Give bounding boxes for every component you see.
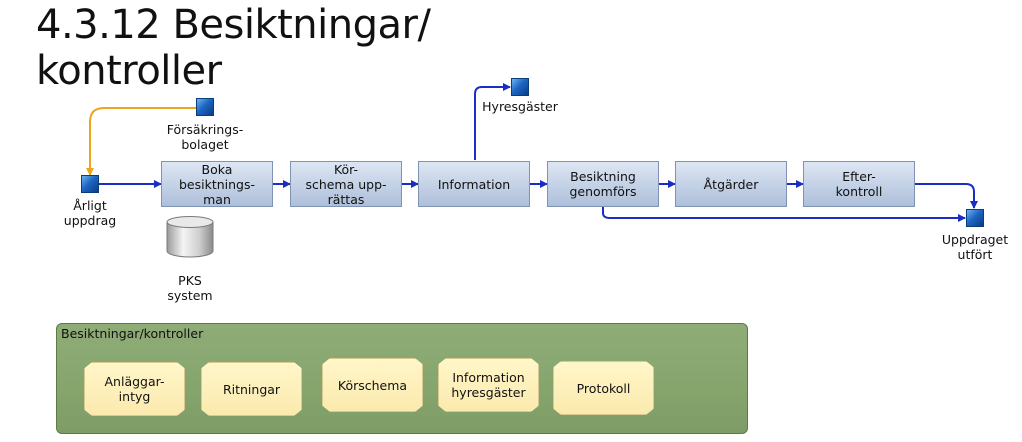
assignment-done-label: Uppdraget utfört bbox=[941, 232, 1009, 262]
insurance-company-label: Försäkrings- bolaget bbox=[166, 122, 244, 152]
document-card-drawings[interactable]: Ritningar bbox=[201, 362, 302, 416]
actions-step[interactable]: Åtgärder bbox=[675, 161, 787, 207]
inspection-performed-step[interactable]: Besiktning genomförs bbox=[547, 161, 659, 207]
document-card-tenant-information[interactable]: Information hyresgäster bbox=[438, 358, 539, 412]
page-title-line-2: kontroller bbox=[36, 48, 222, 94]
pks-system-label: PKS system bbox=[167, 273, 213, 303]
insurance-company-node-icon bbox=[196, 98, 214, 116]
inspection-to-done-arrow bbox=[602, 207, 966, 222]
page-title-line-1: 4.3.12 Besiktningar/ bbox=[36, 2, 431, 48]
insurance-to-assignment-arrow bbox=[86, 107, 196, 176]
tenants-label: Hyresgäster bbox=[482, 99, 558, 114]
create-schedule-step[interactable]: Kör- schema upp- rättas bbox=[290, 161, 402, 207]
annual-assignment-label: Årligt uppdrag bbox=[63, 198, 117, 228]
document-card-schedule[interactable]: Körschema bbox=[322, 358, 423, 412]
document-card-installer-certificate[interactable]: Anläggar- intyg bbox=[84, 362, 185, 416]
followup-to-done-arrow bbox=[915, 183, 978, 209]
information-to-tenants-arrow bbox=[474, 83, 511, 160]
information-step[interactable]: Information bbox=[418, 161, 530, 207]
follow-up-step[interactable]: Efter- kontroll bbox=[803, 161, 915, 207]
documents-panel-title: Besiktningar/kontroller bbox=[61, 326, 204, 341]
database-icon bbox=[166, 216, 214, 258]
book-inspector-step[interactable]: Boka besiktnings- man bbox=[161, 161, 273, 207]
tenants-node-icon bbox=[511, 78, 529, 96]
annual-assignment-node-icon bbox=[81, 175, 99, 193]
assignment-done-node-icon bbox=[966, 209, 984, 227]
document-card-protocol[interactable]: Protokoll bbox=[553, 361, 654, 415]
page-title: 4.3.12 Besiktningar/ kontroller bbox=[36, 2, 636, 94]
